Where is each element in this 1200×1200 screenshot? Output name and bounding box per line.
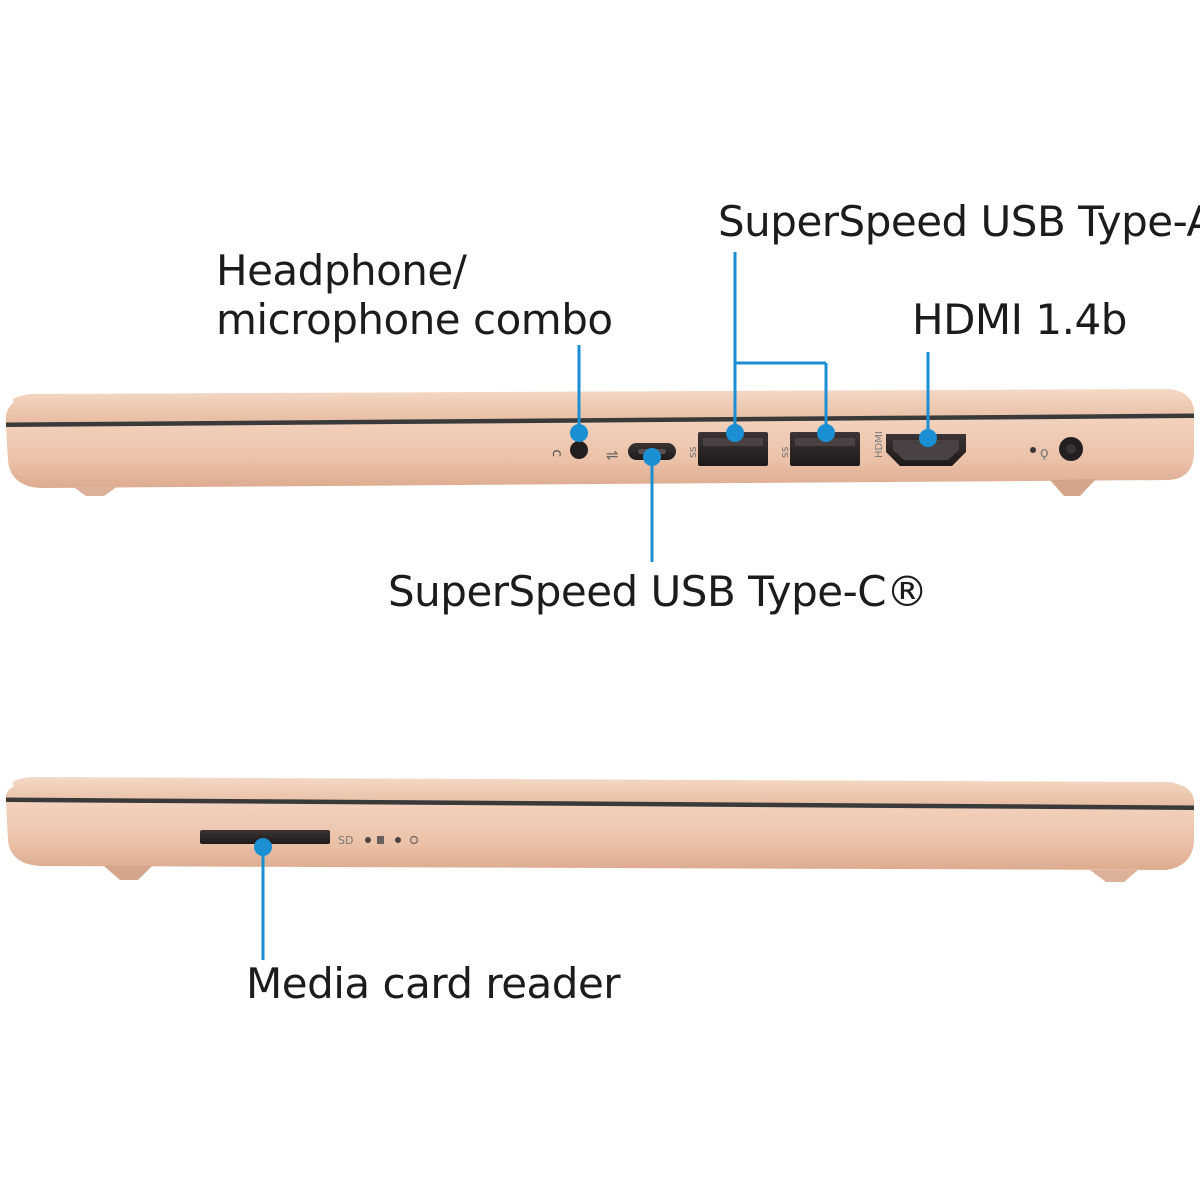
sd-mark: SD	[338, 834, 353, 847]
usb-a-leader	[726, 252, 835, 442]
laptop-base	[6, 802, 1194, 870]
usb-c-label: SuperSpeed USB Type-C®	[388, 567, 928, 616]
laptop-base	[6, 418, 1194, 488]
lid-seam	[5, 797, 1195, 811]
usb-a-port-1: ss	[686, 432, 768, 466]
headphone-label-line2: microphone combo	[216, 295, 613, 344]
hdmi-port: HDMI	[874, 431, 966, 466]
laptop-foot-right	[1050, 479, 1096, 496]
sd-card-slot: SD	[200, 830, 419, 847]
headphone-leader	[570, 345, 588, 442]
power-jack: ϙ	[1030, 437, 1083, 461]
laptop-foot-left	[104, 866, 152, 880]
usb-a-label: SuperSpeed USB Type-A	[718, 197, 1200, 246]
headphone-label-line1: Headphone/	[216, 246, 467, 295]
laptop-right-side: ᴒ ⇌ ss ss	[5, 389, 1195, 496]
headphone-jack: ᴒ	[552, 441, 588, 461]
laptop-foot-right	[1090, 870, 1138, 882]
svg-text:ss: ss	[778, 446, 791, 458]
svg-text:ss: ss	[686, 446, 699, 458]
leader-lines	[254, 252, 937, 960]
svg-text:⇌: ⇌	[606, 446, 619, 464]
laptop-foot-left	[72, 486, 118, 496]
hdmi-leader	[919, 352, 937, 447]
usb-a-port-2: ss	[778, 432, 860, 466]
svg-text:HDMI: HDMI	[874, 431, 885, 458]
card-reader-label: Media card reader	[246, 959, 621, 1008]
svg-text:ϙ: ϙ	[1040, 445, 1049, 461]
usb-c-leader	[643, 448, 661, 562]
lid-seam	[5, 413, 1195, 428]
laptop-left-side: SD	[5, 777, 1195, 882]
hdmi-label: HDMI 1.4b	[912, 295, 1127, 344]
card-reader-leader	[254, 838, 272, 960]
svg-text:ᴒ: ᴒ	[552, 445, 562, 461]
